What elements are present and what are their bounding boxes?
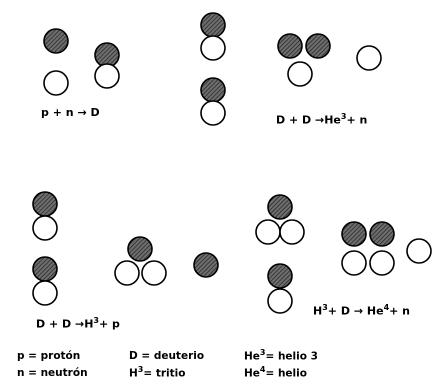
legend-helio3: He3= helio 3 [244,348,318,363]
neutron [369,250,395,276]
proton [200,77,226,103]
proton [127,236,153,262]
proton [267,263,293,289]
panel-d-d-he3-n [200,12,382,126]
neutron [287,61,313,87]
panel-h3-d-he4-n [255,194,432,314]
legend-proton: p = protón [17,350,81,362]
legend-helio4: He4= helio [244,365,307,380]
proton [369,221,395,247]
legend-tritio: H3= tritio [129,365,186,380]
neutron [406,238,432,264]
equation-p-n-d: p + n → D [41,106,100,119]
neutron [267,288,293,314]
neutron [255,219,281,245]
neutron [114,260,140,286]
panel-d-d-h3-p [32,191,219,306]
legend-neutron: n = neutrón [17,367,88,379]
proton [43,28,69,54]
neutron [94,63,120,89]
proton [200,12,226,38]
neutron [356,45,382,71]
neutron [43,70,69,96]
legend-deuterio: D = deuterio [129,350,205,362]
equation-h3-d-he4-n: H3+ D → He4+ n [313,303,411,318]
neutron [279,219,305,245]
proton [193,252,219,278]
proton [32,256,58,282]
panel-p-plus-n [43,28,120,96]
proton [267,194,293,220]
neutron [200,100,226,126]
equation-d-d-he3-n: D + D →He3+ n [276,112,368,127]
neutron [341,250,367,276]
neutron [200,35,226,61]
proton [305,33,331,59]
proton [277,33,303,59]
proton [32,191,58,217]
equation-d-d-h3-p: D + D →H3+ p [36,316,120,331]
neutron [32,215,58,241]
neutron [141,260,167,286]
neutron [32,280,58,306]
proton [341,221,367,247]
